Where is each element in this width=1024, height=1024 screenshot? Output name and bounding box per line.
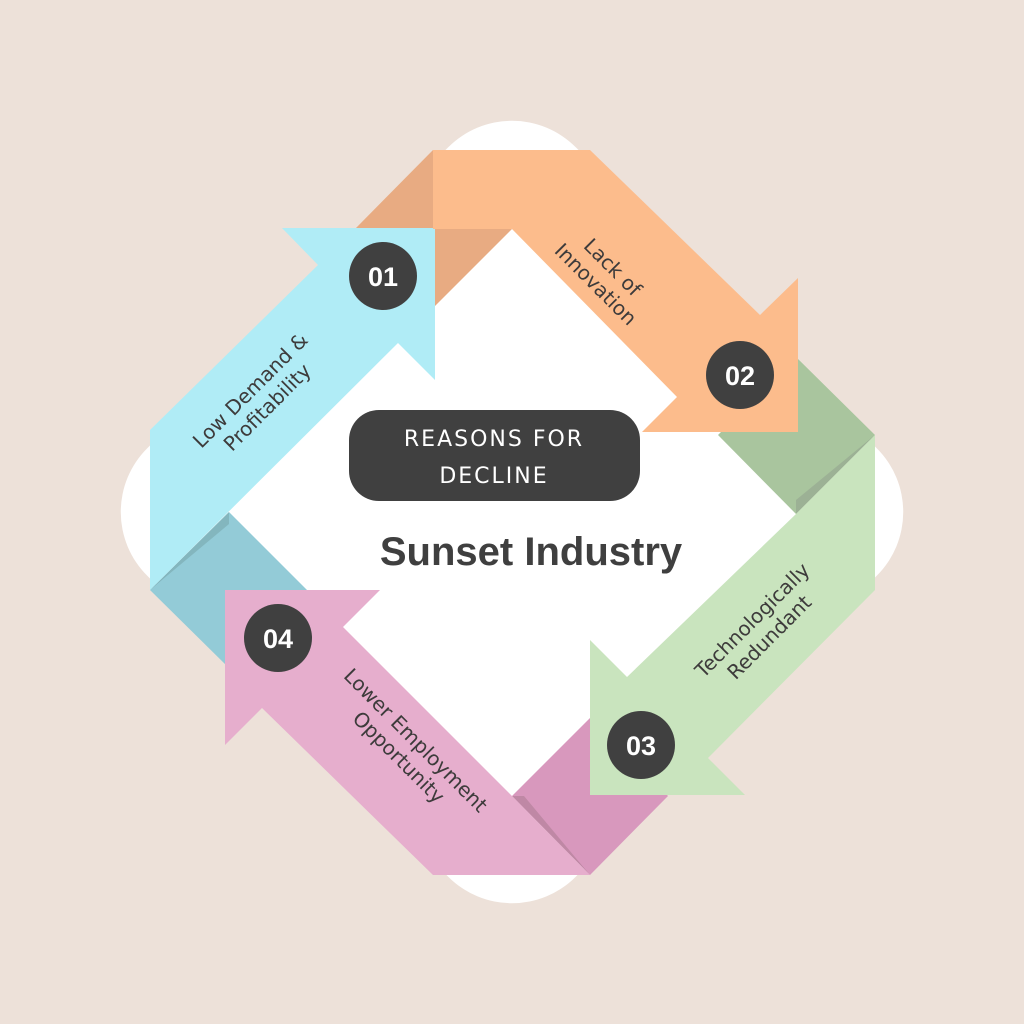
- step-badge-03: [607, 711, 675, 779]
- step-number-03: 03: [626, 731, 656, 761]
- reasons-pill-line1: REASONS FOR: [404, 427, 584, 452]
- arrow-03: [590, 435, 875, 795]
- arrow-02-body: [433, 150, 512, 229]
- reasons-pill: [349, 410, 640, 501]
- step-number-02: 02: [725, 361, 755, 391]
- arrow-02: [433, 150, 798, 432]
- step-badge-04: [244, 604, 312, 672]
- fold-left-shadow: [150, 512, 229, 590]
- reasons-pill-line2: DECLINE: [439, 464, 548, 489]
- step-01: 01 Low Demand & Profitability: [150, 228, 435, 590]
- diagram-title: Sunset Industry: [380, 530, 683, 574]
- arrow-04: [225, 590, 590, 875]
- step-number-04: 04: [263, 624, 293, 654]
- arrow-01: [150, 228, 435, 590]
- step-badge-01: [349, 242, 417, 310]
- step-badge-02: [706, 341, 774, 409]
- step-number-01: 01: [368, 262, 398, 292]
- step-03: 03 Technologically Redundant: [590, 435, 875, 795]
